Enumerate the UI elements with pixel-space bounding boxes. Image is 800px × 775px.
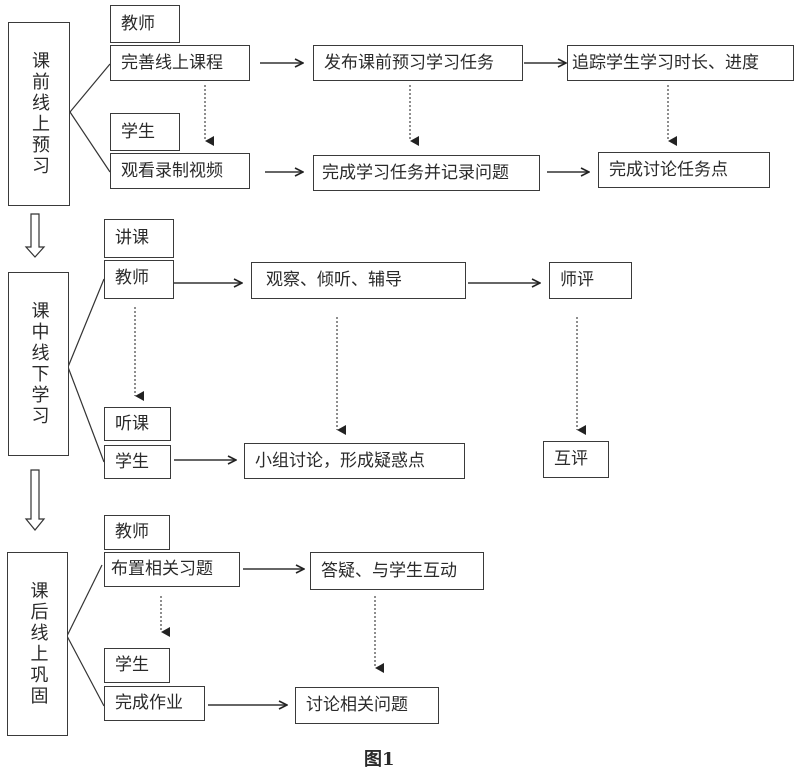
role-label-student: 学生 [104,445,171,479]
stage-transition-arrow [24,213,46,258]
step-box: 追踪学生学习时长、进度 [567,45,794,81]
branch-line [69,111,111,173]
step-box: 观看录制视频 [110,153,250,189]
step-box: 答疑、与学生互动 [310,552,484,590]
step-box: 互评 [543,441,609,478]
role-label-student: 学生 [110,113,180,151]
step-box: 完成作业 [104,686,205,721]
branch-line [67,366,105,463]
stage-box-in-class: 课中线下学习 [8,272,69,456]
stage-box-pre-class: 课前线上预习 [8,22,70,206]
figure-caption: 图1 [364,749,395,770]
stage-title: 课中线下学习 [28,301,50,427]
step-box: 完成讨论任务点 [598,152,770,188]
step-box: 小组讨论，形成疑惑点 [244,443,465,479]
step-box: 讨论相关问题 [295,687,439,724]
stage-title: 课前线上预习 [29,51,50,177]
stage-box-post-class: 课后线上巩固 [7,552,68,736]
step-box: 完成学习任务并记录问题 [313,155,540,191]
step-box: 布置相关习题 [104,552,240,587]
step-box: 发布课前预习学习任务 [313,45,523,81]
role-label-teacher: 教师 [104,515,170,550]
stage-title: 课后线上巩固 [27,581,49,707]
role-label-student: 学生 [104,648,170,683]
step-box: 观察、倾听、辅导 [251,262,466,299]
role-tag-listen: 听课 [104,407,171,441]
role-label-teacher: 教师 [110,5,180,43]
role-label-teacher: 教师 [104,260,174,299]
step-box: 完善线上课程 [110,45,250,81]
step-box: 师评 [549,262,632,299]
branch-line [66,564,103,637]
branch-line [67,278,105,368]
branch-line [66,635,105,707]
branch-line [69,63,111,113]
role-tag-lecture: 讲课 [104,219,174,258]
stage-transition-arrow [24,469,46,531]
